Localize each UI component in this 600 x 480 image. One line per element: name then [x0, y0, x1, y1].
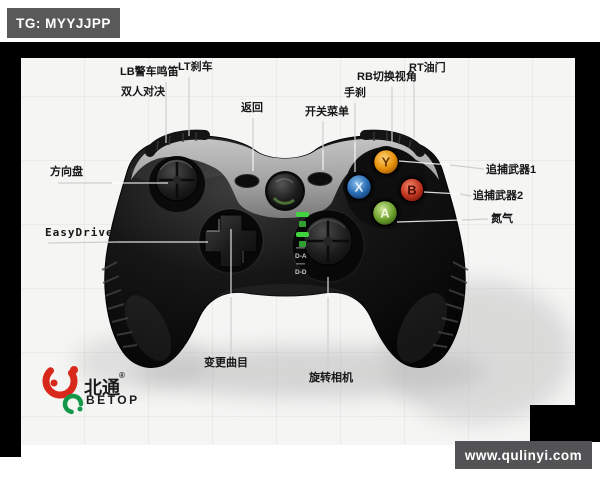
line-easydrive-outer [47, 241, 119, 244]
betop-logo-cn: 北通 [84, 378, 120, 398]
tg-badge: TG: MYYJJPP [7, 8, 120, 38]
line-weapon2-inner [423, 191, 461, 195]
label-rb: RB切换视角 [357, 71, 417, 83]
betop-logo-reg: ® [119, 371, 125, 380]
label-lb: LB警车鸣笛 [120, 66, 179, 78]
label-handbrake: 手刹 [344, 87, 366, 99]
url-badge: www.qulinyi.com [455, 441, 592, 469]
indicator-label-2: D-D [295, 269, 307, 276]
frame-right-bar [575, 42, 600, 407]
line-weapon1-inner [398, 160, 451, 166]
indicator-label-1: D-A [295, 253, 307, 260]
line-weapon2-outer [459, 193, 472, 197]
label-weapon2: 追捕武器2 [473, 190, 524, 202]
label-lt: LT刹车 [178, 61, 213, 73]
label-camera: 旋转相机 [309, 372, 353, 384]
label-back: 返回 [241, 102, 263, 114]
right-grip-ridges [432, 261, 469, 348]
left-grip-ridges [101, 261, 138, 348]
back-button [234, 174, 260, 188]
label-menu: 开关菜单 [305, 106, 349, 118]
button-x-label: X [355, 180, 364, 195]
betop-logo-icon [42, 363, 84, 415]
button-b-label: B [407, 183, 416, 198]
betop-logo-en: BETOP [86, 393, 140, 407]
label-track: 变更曲目 [204, 357, 248, 369]
start-button [307, 172, 333, 186]
button-b: B [396, 174, 428, 206]
label-nitro: 氮气 [491, 213, 513, 225]
annotation-lines [47, 77, 489, 370]
label-weapon1: 追捕武器1 [486, 164, 537, 176]
label-rt: RT油门 [409, 62, 446, 74]
button-y: Y [370, 146, 402, 178]
button-y-label: Y [382, 155, 391, 170]
mode-indicators: D-A D-D [295, 212, 309, 276]
line-nitro-inner [396, 219, 463, 223]
label-duel: 双人对决 [121, 86, 165, 98]
line-nitro-outer [461, 218, 489, 221]
left-bumper [145, 129, 210, 157]
face-buttons: Y X B A [343, 146, 428, 229]
label-steering: 方向盘 [50, 166, 83, 178]
right-stick [291, 209, 365, 283]
label-easydrive: EasyDrive [45, 226, 114, 239]
right-bumper [360, 129, 425, 157]
line-weapon1-outer [449, 164, 485, 170]
frame-left-bar [0, 42, 21, 457]
frame-top-bar [0, 42, 600, 58]
led-indicator-1 [296, 212, 309, 217]
led-indicator-2 [296, 232, 309, 237]
button-a-label: A [380, 206, 390, 221]
button-a: A [369, 197, 401, 229]
left-stick [149, 156, 205, 212]
home-button [265, 171, 305, 211]
button-x: X [343, 171, 375, 203]
frame-corner-block [530, 405, 600, 442]
